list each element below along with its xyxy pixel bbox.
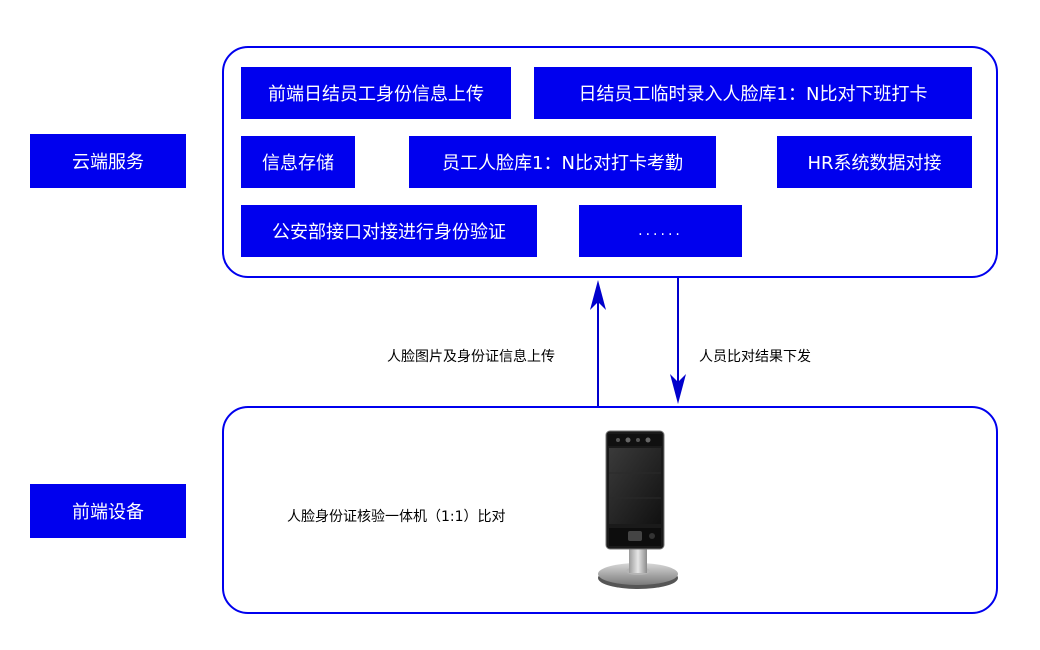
upload-arrow-label: 人脸图片及身份证信息上传	[387, 349, 555, 365]
upload-arrow-head	[590, 280, 606, 310]
service-box-temp-face-enroll: 日结员工临时录入人脸库1：N比对下班打卡	[534, 67, 972, 119]
service-box-more: ......	[579, 205, 742, 257]
service-box-police-verify: 公安部接口对接进行身份验证	[241, 205, 537, 257]
service-box-frontend-upload: 前端日结员工身份信息上传	[241, 67, 511, 119]
service-box-hr-integration: HR系统数据对接	[777, 136, 972, 188]
device-layer-label: 前端设备	[30, 484, 186, 538]
service-box-info-storage: 信息存储	[241, 136, 355, 188]
device-label: 人脸身份证核验一体机（1:1）比对	[287, 509, 506, 525]
service-box-attendance: 员工人脸库1：N比对打卡考勤	[409, 136, 716, 188]
cloud-layer-label: 云端服务	[30, 134, 186, 188]
download-arrow-label: 人员比对结果下发	[699, 349, 811, 365]
download-arrow-head	[670, 374, 686, 404]
face-terminal-icon	[598, 430, 678, 589]
